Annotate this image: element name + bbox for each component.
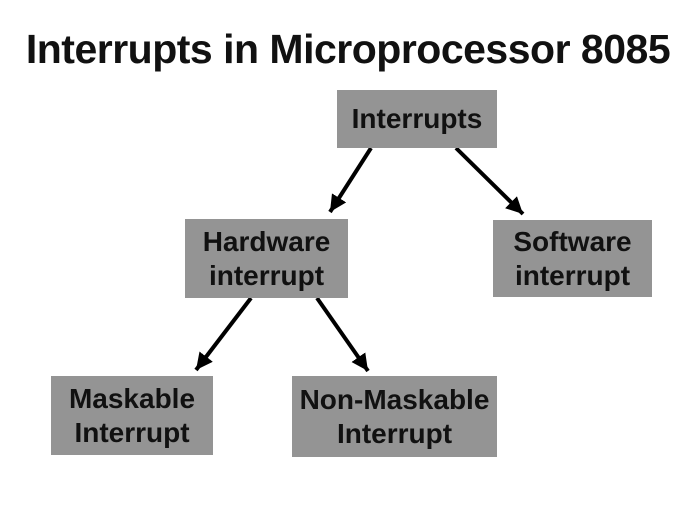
node-maskable-interrupt: Maskable Interrupt — [51, 376, 213, 455]
node-interrupts: Interrupts — [337, 90, 497, 148]
node-non-maskable-interrupt: Non-Maskable Interrupt — [292, 376, 497, 457]
node-software-interrupt: Software interrupt — [493, 220, 652, 297]
arrow-hardware-to-maskable — [194, 296, 253, 372]
page-title: Interrupts in Microprocessor 8085 — [25, 26, 671, 72]
arrow-interrupts-to-software — [454, 146, 525, 216]
arrow-hardware-to-non-maskable — [315, 296, 370, 373]
node-hardware-interrupt: Hardware interrupt — [185, 219, 348, 298]
arrow-interrupts-to-hardware — [328, 146, 373, 214]
